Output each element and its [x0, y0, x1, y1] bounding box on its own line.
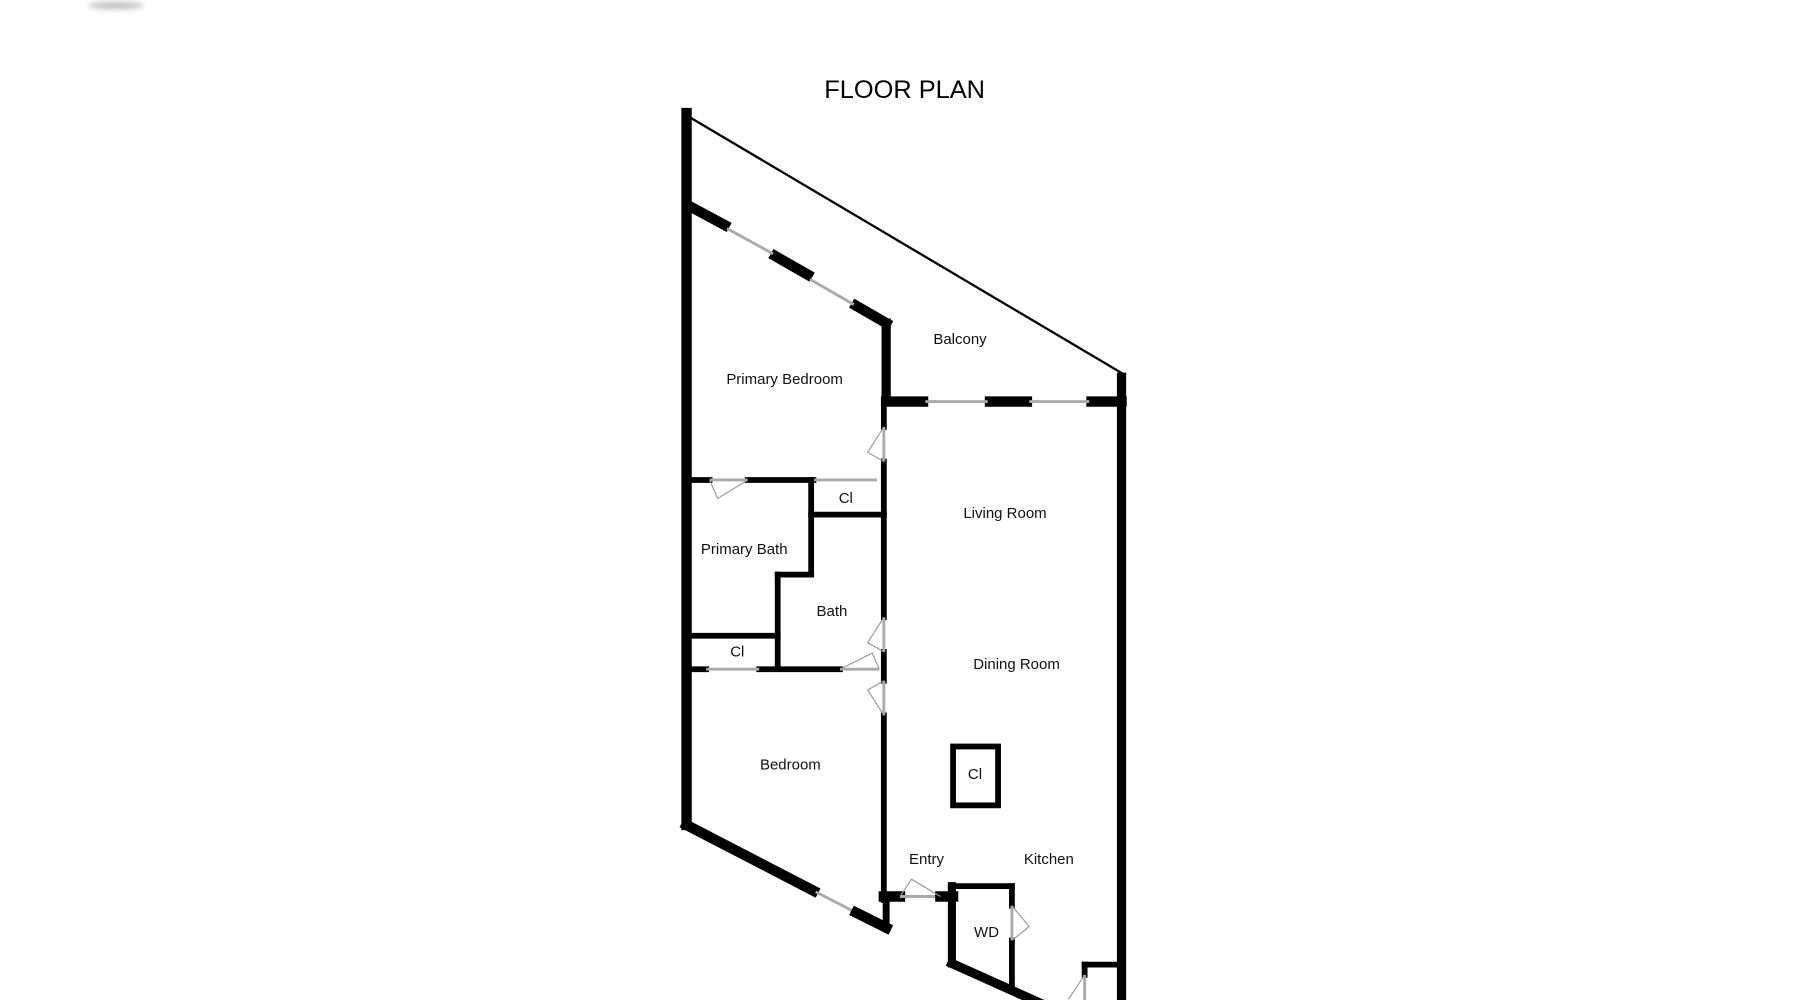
- floor-plan-title: FLOOR PLAN: [824, 76, 985, 104]
- room-bath: Bath: [817, 603, 848, 620]
- room-balcony: Balcony: [933, 331, 987, 348]
- room-closet: Cl: [839, 490, 853, 507]
- blurred-logo: [88, 2, 144, 9]
- room-living-room: Living Room: [963, 505, 1046, 522]
- room-primary-bedroom: Primary Bedroom: [726, 371, 843, 388]
- room-dining-room: Dining Room: [973, 656, 1060, 673]
- walls: [679, 107, 1127, 1000]
- room-labels: Balcony Primary Bedroom Cl Living Room P…: [701, 331, 1074, 941]
- room-closet: Cl: [730, 644, 744, 661]
- door-swings: [709, 426, 1086, 1000]
- room-closet: Cl: [968, 766, 982, 783]
- room-bedroom: Bedroom: [760, 757, 821, 774]
- room-laundry: WD: [974, 924, 999, 941]
- room-primary-bath: Primary Bath: [701, 541, 788, 558]
- room-entry: Entry: [909, 851, 944, 868]
- room-kitchen: Kitchen: [1024, 851, 1074, 868]
